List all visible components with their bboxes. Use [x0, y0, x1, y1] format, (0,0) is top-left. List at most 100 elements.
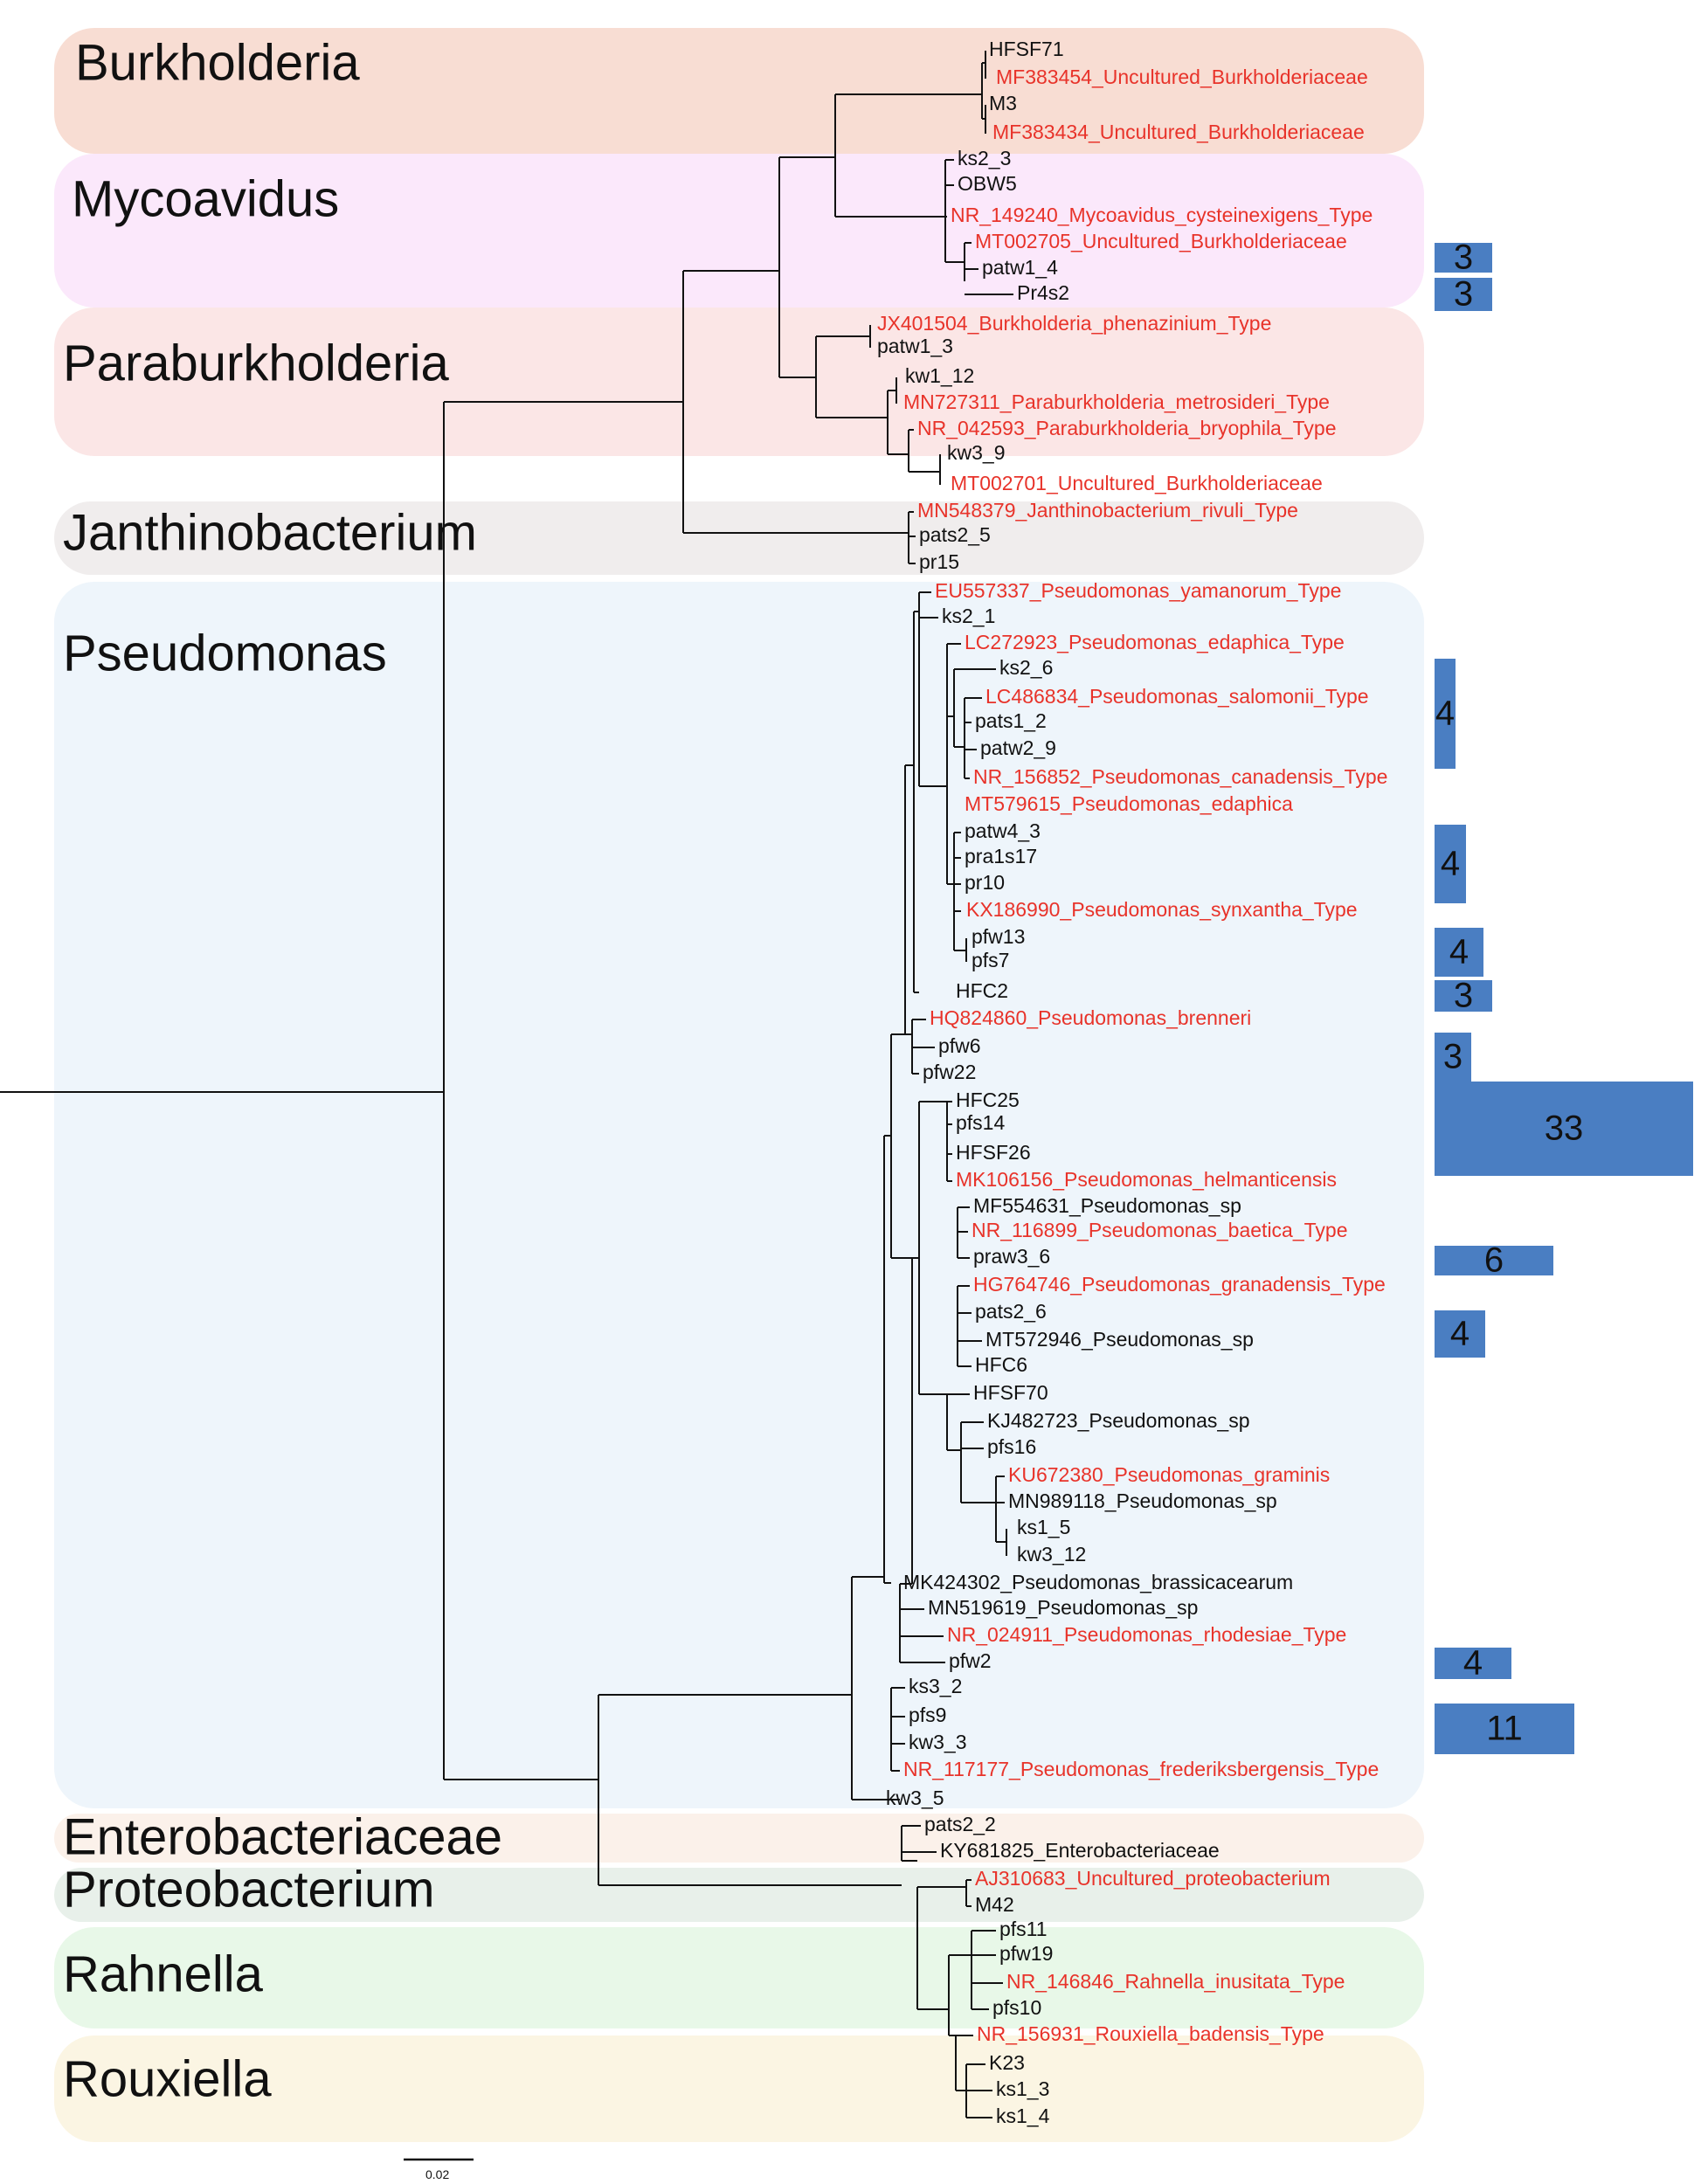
clade-region-rahnella [54, 1927, 1424, 2028]
leaf-label-aj310683-uncultured-proteobacterium: AJ310683_Uncultured_proteobacterium [975, 1867, 1331, 1890]
leaf-label-pfw13: pfw13 [972, 925, 1025, 948]
leaf-label-ks1-5: ks1_5 [1017, 1516, 1070, 1538]
leaf-label-kw3-5: kw3_5 [886, 1787, 944, 1809]
count-value: 4 [1441, 845, 1460, 883]
leaf-label-hq824860-pseudomonas-brenneri: HQ824860_Pseudomonas_brenneri [930, 1006, 1251, 1029]
leaf-label-pfs14: pfs14 [956, 1111, 1005, 1134]
leaf-label-kx186990-pseudomonas-synxantha-type: KX186990_Pseudomonas_synxantha_Type [966, 898, 1358, 921]
clade-backgrounds: BurkholderiaMycoavidusParaburkholderiaJa… [54, 28, 1424, 2142]
clade-region-burkholderia [54, 28, 1424, 154]
leaf-label-hfsf71: HFSF71 [989, 38, 1064, 60]
clade-region-pseudomonas [54, 582, 1424, 1808]
count-value: 3 [1454, 238, 1473, 277]
leaf-label-eu557337-pseudomonas-yamanorum-type: EU557337_Pseudomonas_yamanorum_Type [935, 579, 1341, 602]
leaf-label-nr-042593-paraburkholderia-bryophila-type: NR_042593_Paraburkholderia_bryophila_Typ… [917, 417, 1337, 439]
leaf-label-kw3-12: kw3_12 [1017, 1543, 1086, 1565]
scale-bar: 0.02 [404, 2158, 474, 2181]
leaf-label-nr-024911-pseudomonas-rhodesiae-type: NR_024911_Pseudomonas_rhodesiae_Type [947, 1623, 1346, 1646]
clade-label-pseudomonas: Pseudomonas [63, 625, 387, 681]
count-value: 3 [1454, 275, 1473, 314]
leaf-label-kw3-3: kw3_3 [909, 1731, 966, 1753]
leaf-label-pats2-2: pats2_2 [924, 1813, 996, 1835]
leaf-label-patw2-9: patw2_9 [980, 736, 1056, 759]
leaf-label-kw3-9: kw3_9 [947, 441, 1005, 464]
count-bar [1435, 659, 1456, 769]
leaf-label-pfs9: pfs9 [909, 1704, 946, 1726]
count-bar [1435, 1310, 1485, 1358]
leaf-label-mf383454-uncultured-burkholderiaceae: MF383454_Uncultured_Burkholderiaceae [996, 66, 1368, 88]
count-bar [1435, 1648, 1511, 1679]
clade-label-enterobacteriaceae: Enterobacteriaceae [63, 1808, 502, 1865]
clade-label-rahnella: Rahnella [63, 1946, 264, 2002]
leaf-label-jx401504-burkholderia-phenazinium-type: JX401504_Burkholderia_phenazinium_Type [877, 312, 1271, 335]
leaf-label-mn519619-pseudomonas-sp: MN519619_Pseudomonas_sp [928, 1596, 1198, 1619]
leaf-label-m42: M42 [975, 1893, 1014, 1916]
leaf-label-pr10: pr10 [965, 871, 1005, 894]
leaf-label-mf554631-pseudomonas-sp: MF554631_Pseudomonas_sp [973, 1194, 1241, 1217]
leaf-label-pfw2: pfw2 [949, 1649, 992, 1672]
leaf-label-nr-146846-rahnella-inusitata-type: NR_146846_Rahnella_inusitata_Type [1006, 1970, 1345, 1993]
leaf-label-pfs11: pfs11 [999, 1918, 1048, 1940]
leaf-label-ks2-1: ks2_1 [942, 605, 995, 627]
clade-region-proteobacterium [54, 1868, 1424, 1922]
leaf-label-lc486834-pseudomonas-salomonii-type: LC486834_Pseudomonas_salomonii_Type [985, 685, 1369, 708]
leaf-label-mt002701-uncultured-burkholderiaceae: MT002701_Uncultured_Burkholderiaceae [951, 472, 1323, 494]
leaf-label-hfsf70: HFSF70 [973, 1381, 1048, 1404]
leaf-label-ks2-6: ks2_6 [999, 656, 1053, 679]
count-value: 33 [1545, 1109, 1584, 1148]
count-bar [1435, 243, 1492, 273]
leaf-label-ks1-3: ks1_3 [996, 2077, 1049, 2100]
leaf-label-mt002705-uncultured-burkholderiaceae: MT002705_Uncultured_Burkholderiaceae [975, 230, 1347, 252]
clade-label-paraburkholderia: Paraburkholderia [63, 335, 449, 391]
leaf-label-mk106156-pseudomonas-helmanticensis: MK106156_Pseudomonas_helmanticensis [956, 1168, 1337, 1191]
leaf-label-pfs10: pfs10 [992, 1996, 1041, 2019]
leaf-label-pfw19: pfw19 [999, 1942, 1053, 1965]
clade-label-mycoavidus: Mycoavidus [72, 170, 339, 227]
leaf-label-obw5: OBW5 [958, 172, 1017, 195]
leaf-label-nr-156931-rouxiella-badensis-type: NR_156931_Rouxiella_badensis_Type [977, 2022, 1324, 2045]
count-value: 3 [1443, 1038, 1463, 1076]
clade-label-janthinobacterium: Janthinobacterium [63, 504, 477, 561]
leaf-label-pfw22: pfw22 [923, 1061, 976, 1083]
leaf-label-kj482723-pseudomonas-sp: KJ482723_Pseudomonas_sp [987, 1409, 1250, 1432]
count-value: 4 [1450, 1315, 1469, 1353]
leaf-label-ku672380-pseudomonas-graminis: KU672380_Pseudomonas_graminis [1008, 1463, 1330, 1486]
leaf-label-hfc2: HFC2 [956, 979, 1008, 1002]
leaf-label-pr4s2: Pr4s2 [1017, 281, 1069, 304]
count-bar [1435, 928, 1483, 977]
leaf-label-hfsf26: HFSF26 [956, 1141, 1031, 1164]
count-bar [1435, 1704, 1574, 1754]
count-bar [1435, 1246, 1553, 1275]
leaf-label-ks2-3: ks2_3 [958, 147, 1011, 169]
count-bar [1435, 1082, 1693, 1176]
leaf-label-hfc6: HFC6 [975, 1353, 1027, 1376]
clade-region-enterobacteriaceae [54, 1814, 1424, 1863]
leaf-label-praw3-6: praw3_6 [973, 1245, 1050, 1268]
leaf-label-kw1-12: kw1_12 [905, 364, 974, 387]
leaf-label-mk424302-pseudomonas-brassicacearum: MK424302_Pseudomonas_brassicacearum [903, 1571, 1293, 1593]
leaf-label-pats1-2: pats1_2 [975, 709, 1047, 732]
clade-region-janthinobacterium [54, 501, 1424, 575]
leaf-label-nr-116899-pseudomonas-baetica-type: NR_116899_Pseudomonas_baetica_Type [972, 1219, 1348, 1241]
leaf-label-mt579615-pseudomonas-edaphica: MT579615_Pseudomonas_edaphica [965, 792, 1293, 815]
leaf-label-m3: M3 [989, 92, 1017, 114]
leaf-label-mn727311-paraburkholderia-metrosideri-type: MN727311_Paraburkholderia_metrosideri_Ty… [903, 390, 1330, 413]
leaf-label-k23: K23 [989, 2051, 1025, 2074]
count-value: 4 [1435, 695, 1455, 733]
clade-region-rouxiella [54, 2035, 1424, 2142]
clade-label-proteobacterium: Proteobacterium [63, 1861, 435, 1918]
count-value: 4 [1463, 1644, 1483, 1683]
leaf-label-patw1-3: patw1_3 [877, 335, 953, 357]
leaf-label-nr-117177-pseudomonas-frederiksbergensis-type: NR_117177_Pseudomonas_frederiksbergensis… [903, 1758, 1379, 1780]
leaf-label-pra1s17: pra1s17 [965, 845, 1037, 867]
count-bar [1435, 825, 1466, 903]
leaf-label-pr15: pr15 [919, 550, 959, 573]
leaf-label-lc272923-pseudomonas-edaphica-type: LC272923_Pseudomonas_edaphica_Type [965, 631, 1345, 653]
count-value: 6 [1484, 1241, 1504, 1280]
clade-label-burkholderia: Burkholderia [75, 34, 360, 91]
leaf-label-pfs16: pfs16 [987, 1435, 1036, 1458]
leaf-label-hg764746-pseudomonas-granadensis-type: HG764746_Pseudomonas_granadensis_Type [973, 1273, 1386, 1296]
count-bar [1435, 980, 1492, 1012]
